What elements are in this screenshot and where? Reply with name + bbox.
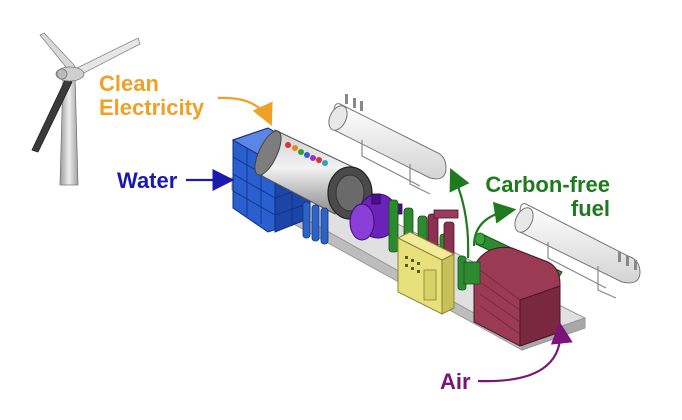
carbon-free-fuel-label: Carbon-free fuel: [482, 173, 610, 221]
clean-electricity-arrow: [217, 96, 273, 126]
clean-electricity-label: Clean Electricity: [99, 72, 204, 120]
clean-electricity-line1: Clean: [99, 71, 159, 96]
air-arrow: [477, 321, 573, 383]
storage-tank-icon: [514, 203, 641, 299]
clean-electricity-line2: Electricity: [99, 95, 205, 120]
fuel-arrow-upper: [449, 168, 470, 259]
fuel-arrow-lower: [472, 201, 517, 247]
storage-tank-icon: [328, 94, 447, 195]
air-label: Air: [440, 369, 471, 394]
control-panel: [396, 231, 456, 315]
electrolyzer-fittings: [285, 142, 328, 166]
air-compressor-housing: [463, 246, 561, 347]
carbon-free-fuel-line1: Carbon-free: [485, 172, 610, 197]
gas-cylinders: [302, 201, 329, 245]
water-label: Water: [117, 168, 178, 193]
carbon-free-fuel-line2: fuel: [570, 196, 610, 221]
wind-turbine-icon: [31, 32, 141, 186]
